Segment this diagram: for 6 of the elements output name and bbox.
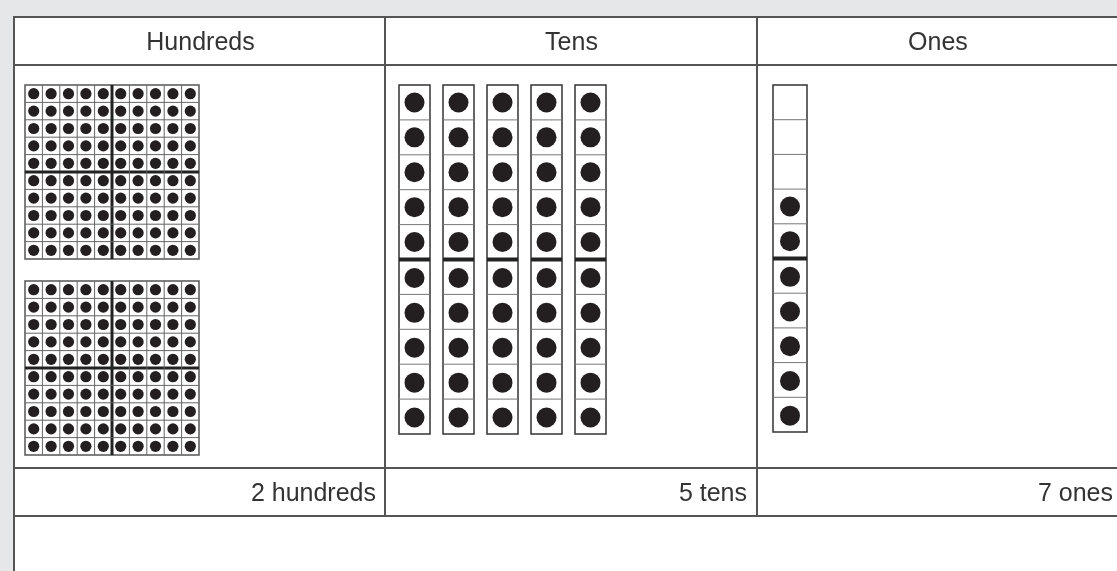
place-value-label: 2 hundreds [250, 477, 376, 507]
column-header: Hundreds [145, 26, 256, 56]
place-value-label: 5 tens [678, 477, 747, 507]
column-header: Tens [544, 26, 599, 56]
place-value-label: 7 ones [1037, 477, 1113, 507]
column-header: Ones [907, 26, 969, 56]
